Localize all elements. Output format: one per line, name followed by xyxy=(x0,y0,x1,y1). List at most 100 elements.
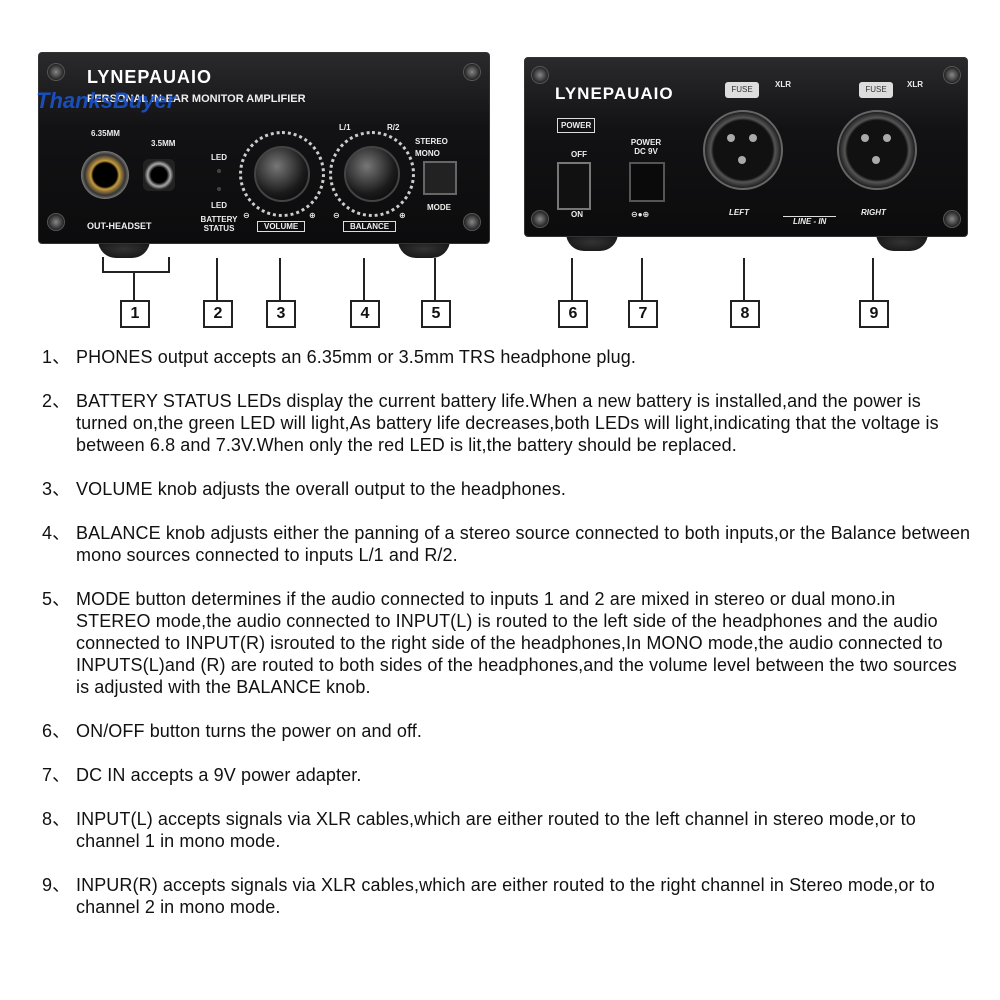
callout-line-5 xyxy=(434,258,436,300)
on-label: ON xyxy=(571,210,583,219)
headphone-jack-6-35[interactable] xyxy=(81,151,129,199)
callout-line-8 xyxy=(743,258,745,300)
watermark: ThanksBuyer xyxy=(36,88,176,113)
callout-bracket-1 xyxy=(102,257,170,273)
callout-number-4: 4 xyxy=(350,300,380,328)
list-item: 1、PHONES output accepts an 6.35mm or 3.5… xyxy=(42,346,972,368)
front-panel-image: LYNEPAUAIO PERSONAL IN-EAR MONITOR AMPLI… xyxy=(38,52,490,244)
item-number: 9、 xyxy=(42,875,71,895)
power-switch[interactable] xyxy=(557,162,591,210)
volume-label: VOLUME xyxy=(257,221,306,232)
off-label: OFF xyxy=(571,150,587,159)
list-item: 2、BATTERY STATUS LEDs display the curren… xyxy=(42,390,972,456)
item-text: MODE button determines if the audio conn… xyxy=(76,589,957,697)
rear-panel-image: LYNEPAUAIO POWER OFF ON POWER DC 9V ⊖●⊕ … xyxy=(524,57,968,237)
list-item: 9、INPUR(R) accepts signals via XLR cable… xyxy=(42,874,972,918)
rear-foot-right xyxy=(876,233,928,251)
right-label: RIGHT xyxy=(861,208,886,217)
volume-plus-icon: ⊕ xyxy=(309,211,316,220)
balance-minus-icon: ⊖ xyxy=(333,211,340,220)
headphone-jack-3-5[interactable] xyxy=(143,159,175,191)
battery-led-green xyxy=(217,169,221,173)
balance-plus-icon: ⊕ xyxy=(399,211,406,220)
out-headset-label: OUT-HEADSET xyxy=(87,221,152,231)
item-number: 7、 xyxy=(42,765,71,785)
fuse-right: FUSE xyxy=(859,82,893,98)
screw-icon xyxy=(531,66,549,84)
item-number: 1、 xyxy=(42,347,71,367)
item-number: 2、 xyxy=(42,391,71,411)
item-number: 4、 xyxy=(42,523,71,543)
callout-line-6 xyxy=(571,258,573,300)
callout-number-7: 7 xyxy=(628,300,658,328)
led-bottom-label: LED xyxy=(211,201,227,210)
item-number: 3、 xyxy=(42,479,71,499)
front-foot-right xyxy=(398,240,450,258)
list-item: 4、BALANCE knob adjusts either the pannin… xyxy=(42,522,972,566)
rear-foot-left xyxy=(566,233,618,251)
xlr-input-right[interactable] xyxy=(837,110,917,190)
item-text: INPUT(L) accepts signals via XLR cables,… xyxy=(76,809,916,851)
callout-number-3: 3 xyxy=(266,300,296,328)
front-foot-left xyxy=(98,240,150,258)
volume-knob[interactable] xyxy=(254,146,310,202)
xlr-right-label: XLR xyxy=(907,80,923,89)
item-text: INPUR(R) accepts signals via XLR cables,… xyxy=(76,875,935,917)
balance-l1-label: L/1 xyxy=(339,123,351,132)
fuse-left: FUSE xyxy=(725,82,759,98)
item-text: BATTERY STATUS LEDs display the current … xyxy=(76,391,939,455)
battery-led-red xyxy=(217,187,221,191)
balance-scale xyxy=(329,131,415,217)
screw-icon xyxy=(943,66,961,84)
item-text: PHONES output accepts an 6.35mm or 3.5mm… xyxy=(76,347,636,367)
screw-icon xyxy=(463,213,481,231)
left-label: LEFT xyxy=(729,208,749,217)
item-number: 8、 xyxy=(42,809,71,829)
feature-description-list: 1、PHONES output accepts an 6.35mm or 3.5… xyxy=(42,346,972,940)
screw-icon xyxy=(531,210,549,228)
balance-knob[interactable] xyxy=(344,146,400,202)
item-number: 5、 xyxy=(42,589,71,609)
screw-icon xyxy=(47,213,65,231)
volume-minus-icon: ⊖ xyxy=(243,211,250,220)
callout-line-7 xyxy=(641,258,643,300)
item-text: ON/OFF button turns the power on and off… xyxy=(76,721,422,741)
item-text: VOLUME knob adjusts the overall output t… xyxy=(76,479,567,499)
list-item: 7、DC IN accepts a 9V power adapter. xyxy=(42,764,972,786)
mode-label: MODE xyxy=(427,203,451,212)
callout-line-1 xyxy=(133,271,135,301)
xlr-input-left[interactable] xyxy=(703,110,783,190)
callout-line-9 xyxy=(872,258,874,300)
callout-number-8: 8 xyxy=(730,300,760,328)
screw-icon xyxy=(47,63,65,81)
dc-power-label: POWER DC 9V xyxy=(630,138,662,156)
item-number: 6、 xyxy=(42,721,71,741)
dc-in-jack[interactable] xyxy=(629,162,665,202)
battery-status-label: BATTERY STATUS xyxy=(200,215,238,233)
front-model-label: PERSONAL IN-EAR MONITOR AMPLIFIER xyxy=(87,93,306,105)
list-item: 6、ON/OFF button turns the power on and o… xyxy=(42,720,972,742)
callout-line-3 xyxy=(279,258,281,300)
phones-3-5-label: 3.5MM xyxy=(151,139,176,148)
rear-brand-logo: LYNEPAUAIO xyxy=(555,84,674,103)
mode-button[interactable] xyxy=(423,161,457,195)
front-brand-logo: LYNEPAUAIO xyxy=(87,67,213,87)
list-item: 5、MODE button determines if the audio co… xyxy=(42,588,972,698)
callout-line-4 xyxy=(363,258,365,300)
xlr-left-label: XLR xyxy=(775,80,791,89)
screw-icon xyxy=(943,210,961,228)
balance-label: BALANCE xyxy=(343,221,397,232)
dc-polarity-icon: ⊖●⊕ xyxy=(631,210,650,219)
callout-number-6: 6 xyxy=(558,300,588,328)
screw-icon xyxy=(463,63,481,81)
mono-label: MONO xyxy=(415,149,440,158)
callout-number-2: 2 xyxy=(203,300,233,328)
balance-r2-label: R/2 xyxy=(387,123,400,132)
callout-number-1: 1 xyxy=(120,300,150,328)
list-item: 3、VOLUME knob adjusts the overall output… xyxy=(42,478,972,500)
power-icon-label: POWER xyxy=(557,118,596,133)
led-top-label: LED xyxy=(211,153,227,162)
list-item: 8、INPUT(L) accepts signals via XLR cable… xyxy=(42,808,972,852)
callout-number-9: 9 xyxy=(859,300,889,328)
callout-number-5: 5 xyxy=(421,300,451,328)
